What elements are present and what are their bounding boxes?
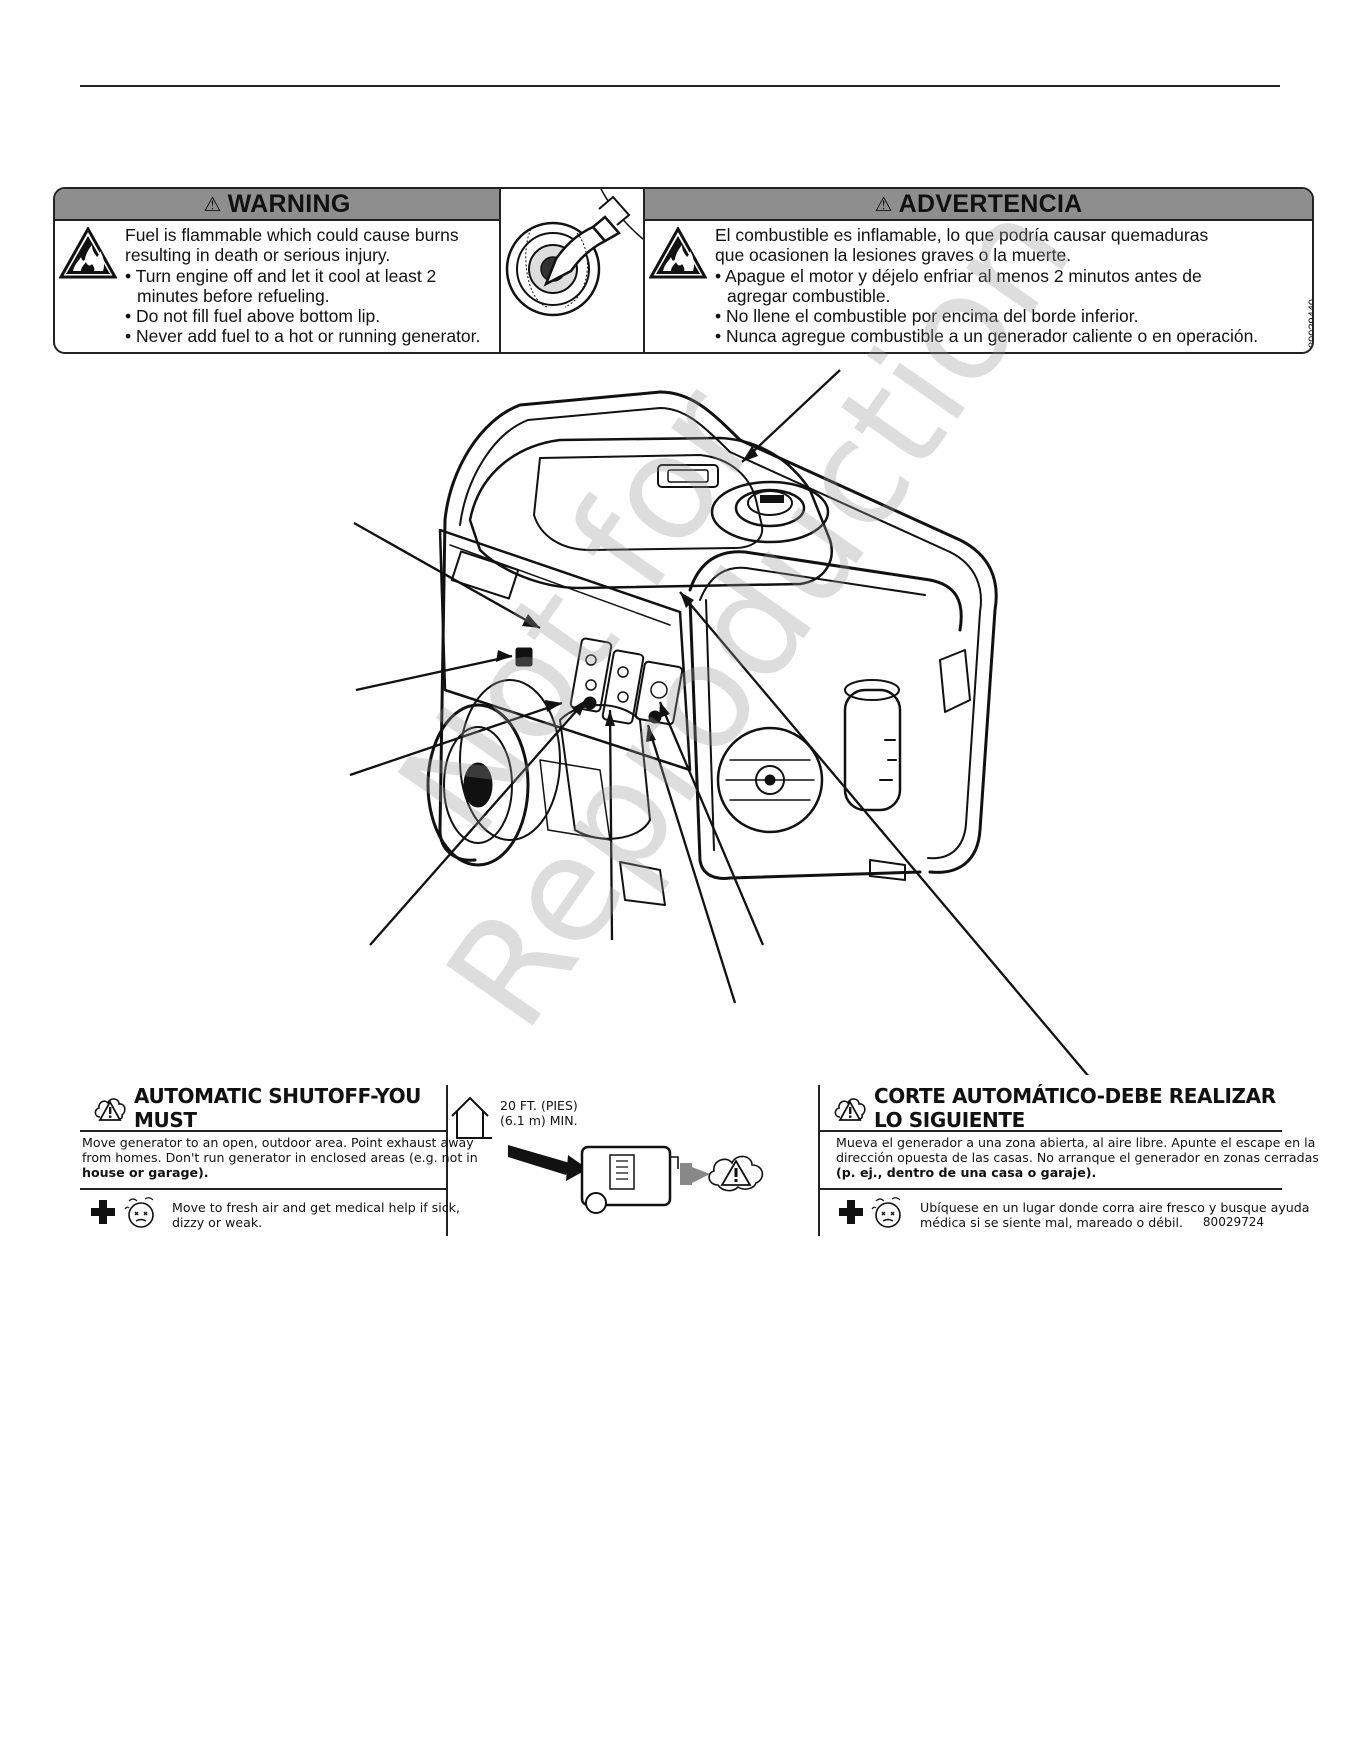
warning-header: ⚠ WARNING bbox=[55, 189, 499, 221]
warning-triangle-icon: ⚠ bbox=[203, 193, 222, 216]
dizzy-face-icon bbox=[124, 1197, 154, 1228]
co-help-text: Move to fresh air and get medical help i… bbox=[172, 1200, 460, 1230]
co-line-es: (p. ej., dentro de una casa o garaje). bbox=[836, 1165, 1097, 1180]
advertencia-line: • Nunca agregue combustible a un generad… bbox=[715, 326, 1259, 347]
warning-triangle-icon: ⚠ bbox=[874, 193, 893, 216]
warning-line: Fuel is flammable which could cause burn… bbox=[125, 225, 459, 245]
warning-line: minutes before refueling. bbox=[137, 285, 330, 306]
distance-line: 20 FT. (PIES) bbox=[500, 1098, 578, 1113]
advertencia-line: que ocasionen la lesiones graves o la mu… bbox=[715, 245, 1072, 266]
co-line: house or garage). bbox=[82, 1165, 209, 1180]
callout-control-panel bbox=[353, 521, 541, 630]
warning-body: Fuel is flammable which could cause burn… bbox=[55, 221, 499, 347]
callout-reset bbox=[646, 724, 737, 1004]
callout-fuel-decal bbox=[679, 591, 1089, 1075]
callout-twistlock bbox=[658, 701, 765, 946]
co-help-text-es: Ubíquese en un lugar donde corra aire fr… bbox=[920, 1200, 1309, 1230]
fuel-part-number: 80029440 bbox=[1307, 299, 1314, 348]
warning-line: • Never add fuel to a hot or running gen… bbox=[125, 326, 481, 347]
distance-line: (6.1 m) MIN. bbox=[500, 1113, 578, 1128]
co-title-es: CORTE AUTOMÁTICO-DEBE REALIZAR LO SIGUIE… bbox=[874, 1083, 1276, 1132]
co-header: AUTOMATIC SHUTOFF-YOU MUST bbox=[80, 1083, 446, 1132]
co-line-es: Mueva el generador a una zona abierta, a… bbox=[836, 1135, 1316, 1150]
co-line: Move generator to an open, outdoor area.… bbox=[82, 1135, 474, 1150]
fuel-nozzle-illustration bbox=[501, 189, 645, 352]
advertencia-line: • No llene el combustible por encima del… bbox=[715, 306, 1139, 327]
advertencia-header: ⚠ ADVERTENCIA bbox=[645, 189, 1312, 221]
advertencia-line: • Apague el motor y déjelo enfriar al me… bbox=[715, 265, 1202, 286]
first-aid-cross-icon bbox=[839, 1200, 863, 1224]
first-aid-cross-icon bbox=[91, 1200, 115, 1224]
fuel-warning-english: ⚠ WARNING Fuel is flammable which could … bbox=[55, 189, 501, 352]
fire-hazard-icon bbox=[59, 227, 117, 279]
top-rule bbox=[80, 85, 1280, 87]
co-divider bbox=[820, 1188, 1282, 1190]
co-distance-illustration: 20 FT. (PIES) (6.1 m) MIN. bbox=[448, 1085, 818, 1236]
co-title: AUTOMATIC SHUTOFF-YOU MUST bbox=[134, 1083, 422, 1132]
callout-outlet bbox=[349, 701, 563, 777]
co-help-row: Move to fresh air and get medical help i… bbox=[80, 1195, 460, 1235]
co-help-line: Move to fresh air and get medical help i… bbox=[172, 1200, 460, 1215]
advertencia-line: agregar combustible. bbox=[727, 285, 891, 306]
fuel-nozzle-icon bbox=[505, 189, 644, 317]
callout-duplex bbox=[608, 709, 614, 941]
callout-fuel-gauge bbox=[741, 369, 841, 463]
house-icon bbox=[451, 1096, 492, 1139]
co-cloud-warning-icon bbox=[834, 1097, 866, 1121]
warning-line: • Turn engine off and let it cool at lea… bbox=[125, 265, 437, 286]
callout-gfci bbox=[369, 699, 587, 946]
fuel-tank bbox=[468, 436, 833, 590]
fire-hazard-icon bbox=[649, 227, 707, 279]
advertencia-title: ADVERTENCIA bbox=[898, 189, 1083, 218]
advertencia-line: El combustible es inflamable, lo que pod… bbox=[715, 225, 1209, 245]
co-help-line: dizzy or weak. bbox=[172, 1215, 263, 1230]
co-divider bbox=[80, 1188, 446, 1190]
co-shutoff-decal: AUTOMATIC SHUTOFF-YOU MUST Move generato… bbox=[80, 1083, 1319, 1236]
co-cloud-warning-icon bbox=[94, 1097, 126, 1121]
co-header-es: CORTE AUTOMÁTICO-DEBE REALIZAR LO SIGUIE… bbox=[820, 1083, 1282, 1132]
advertencia-body: El combustible es inflamable, lo que pod… bbox=[645, 221, 1312, 347]
dizzy-face-icon bbox=[871, 1197, 901, 1228]
co-instructions: Move generator to an open, outdoor area.… bbox=[82, 1135, 478, 1180]
co-warning-english: AUTOMATIC SHUTOFF-YOU MUST Move generato… bbox=[80, 1083, 478, 1236]
callout-breaker bbox=[355, 654, 513, 692]
generator-illustration bbox=[349, 369, 1089, 1075]
alternator bbox=[716, 726, 824, 834]
warning-line: • Do not fill fuel above bottom lip. bbox=[125, 306, 381, 327]
wheel bbox=[426, 703, 530, 867]
co-help-line-es: Ubíquese en un lugar donde corra aire fr… bbox=[920, 1200, 1310, 1215]
generator-exhaust-illustration bbox=[508, 1145, 764, 1214]
muffler bbox=[843, 688, 902, 812]
co-help-line-es: médica si se siente mal, mareado o débil… bbox=[920, 1215, 1183, 1230]
fuel-warning-spanish: ⚠ ADVERTENCIA El combustible es inflamab… bbox=[645, 189, 1312, 352]
co-line: from homes. Don't run generator in enclo… bbox=[82, 1150, 478, 1165]
warning-title: WARNING bbox=[227, 189, 351, 218]
co-line-es: dirección opuesta de las casas. No arran… bbox=[836, 1150, 1319, 1165]
co-help-row-es: Ubíquese en un lugar donde corra aire fr… bbox=[820, 1195, 1309, 1235]
fuel-warning-decal: ⚠ WARNING Fuel is flammable which could … bbox=[53, 187, 1314, 354]
warning-line: resulting in death or serious injury. bbox=[125, 245, 391, 266]
co-part-number: 80029724 bbox=[1202, 1215, 1264, 1229]
co-instructions-es: Mueva el generador a una zona abierta, a… bbox=[836, 1135, 1319, 1180]
co-warning-spanish: CORTE AUTOMÁTICO-DEBE REALIZAR LO SIGUIE… bbox=[818, 1083, 1319, 1236]
distance-label: 20 FT. (PIES) (6.1 m) MIN. bbox=[500, 1098, 578, 1128]
